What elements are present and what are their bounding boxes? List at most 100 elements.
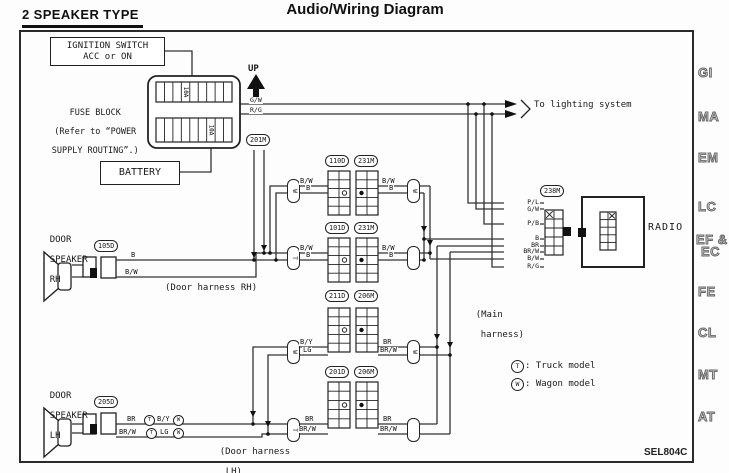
margin-tab-ec: EC: [701, 244, 721, 260]
splice-arrows: [250, 226, 453, 427]
fuse-block-line3: SUPPLY ROUTING”.): [51, 145, 139, 156]
harness-oval-row2-left: T: [287, 246, 300, 270]
connector-grid-231m-a: [355, 170, 379, 216]
diagram-frame: [19, 30, 694, 463]
legend-truck-text: : Truck model: [525, 361, 596, 371]
connector-label-101d: 101D: [325, 222, 350, 234]
connector-grid-238m: [544, 209, 564, 256]
connector-grid-231m-b: [355, 237, 379, 283]
legend-wagon-mark: W: [511, 378, 524, 391]
wagon-mark-bottom: W: [173, 428, 184, 439]
fuse-strip-1: [155, 81, 233, 103]
wire-label-rg: R/G: [249, 106, 263, 114]
row3-right-wire1: BR: [382, 338, 393, 346]
row3-left-wire1: B/Y: [299, 338, 314, 346]
lh-wire-brw: BR/W: [118, 428, 137, 436]
connector-label-206m-a: 206M: [354, 290, 379, 302]
margin-tab-fe: FE: [698, 284, 716, 300]
harness-oval-row3-left: W: [287, 340, 300, 364]
connector-label-231m-a: 231M: [354, 155, 379, 167]
speaker-lh-icon: [43, 406, 117, 459]
harness-oval-row4-right: [407, 418, 420, 442]
to-lighting-label: To lighting system: [534, 100, 632, 110]
margin-tab-lc: LC: [698, 199, 717, 215]
truck-mark-top: T: [144, 415, 155, 426]
row4-right-wire1: BR: [382, 415, 393, 423]
page-title: Audio/Wiring Diagram: [286, 1, 444, 18]
radio-inner-grid: [599, 211, 617, 251]
connector-label-231m-b: 231M: [354, 222, 379, 234]
door-speaker-rh-label: DOOR SPEAKER RH: [28, 225, 88, 296]
margin-tab-gi: GI: [698, 65, 713, 81]
row3-left-mark: W: [290, 350, 298, 354]
connector-grid-206m-a: [355, 307, 379, 353]
radio-wire-gw: G/W: [504, 206, 540, 213]
main-harness-line2: harness): [480, 330, 525, 341]
ignition-switch-box: IGNITION SWITCH ACC or ON: [50, 37, 165, 66]
fuse-block-line1: FUSE BLOCK: [69, 107, 121, 118]
connector-label-205d: 205D: [94, 396, 119, 408]
battery-label: BATTERY: [118, 167, 162, 178]
door-harness-lh-line1: (Door harness: [219, 447, 291, 458]
row1-right-wire2: B: [388, 184, 395, 192]
row1-left-wire1: B/W: [299, 177, 314, 185]
connector-label-238m: 238M: [540, 185, 565, 197]
figure-ref-code: SEL804C: [644, 447, 688, 458]
harness-oval-row3-right: W: [407, 340, 420, 364]
margin-tab-em: EM: [698, 150, 719, 166]
wagon-mark-top: W: [173, 415, 184, 426]
connector-row-stubs: [298, 185, 407, 435]
connector-label-201d: 201D: [325, 366, 350, 378]
legend-wagon-text: : Wagon model: [525, 379, 596, 389]
lh-line3: LH: [49, 431, 61, 442]
connector-grid-211d: [327, 307, 351, 353]
radio-wire-b: B: [504, 235, 540, 242]
radio-edge-plug: [578, 228, 586, 237]
up-arrow-icon: [247, 74, 265, 102]
fuse-block-label: FUSE BLOCK (Refer to “POWER SUPPLY ROUTI…: [24, 99, 146, 166]
margin-tab-cl: CL: [698, 325, 717, 341]
fuse2-rating: 10A: [207, 125, 214, 136]
row4-left-mark: T: [290, 428, 298, 432]
radio-label: RADIO: [648, 222, 684, 233]
fuse-strip-2: [155, 117, 233, 143]
margin-tab-ma: MA: [698, 109, 720, 125]
lh-wire-by: B/Y: [156, 415, 171, 423]
main-harness-line1: (Main: [475, 310, 503, 321]
rh-line2: SPEAKER: [49, 255, 88, 266]
row3-left-wire2: LG: [302, 346, 313, 354]
fuse1-rating: 10A: [182, 87, 189, 98]
harness-oval-row2-right: [407, 246, 420, 270]
radio-wire-pl: P/L: [504, 199, 540, 206]
row1-right-mark: W: [410, 189, 418, 193]
row4-left-wire2: BR/W: [298, 425, 317, 433]
harness-oval-row1-right: W: [407, 179, 420, 203]
connector-label-206m-b: 206M: [354, 366, 379, 378]
radio-plug: [563, 227, 571, 236]
legend-truck-mark: T: [511, 360, 524, 373]
connector-grid-101d: [327, 237, 351, 283]
connector-label-105d: 105D: [94, 240, 119, 252]
junction-dots: [251, 102, 494, 436]
radio-wire-pb: P/B: [504, 220, 540, 227]
fuse-block-line2: (Refer to “POWER: [54, 126, 137, 137]
margin-tab-ef: EF &: [696, 232, 728, 248]
truck-mark-bottom: T: [146, 428, 157, 439]
row2-left-mark: T: [290, 256, 298, 260]
row2-left-wire1: B/W: [299, 244, 314, 252]
lh-line1: DOOR: [49, 391, 72, 402]
rh-line3: RH: [49, 275, 61, 286]
lh-speaker-wires: [116, 346, 287, 438]
rh-speaker-wires: [116, 150, 287, 278]
speaker-type-heading: 2 SPEAKER TYPE: [22, 7, 143, 28]
row1-left-mark: W: [290, 189, 298, 193]
connector-grid-201d: [327, 381, 351, 429]
margin-tab-at: AT: [698, 409, 716, 425]
fuse-block: 10A 10A: [147, 75, 241, 149]
radio-wire-brw: BR/W: [504, 248, 540, 255]
row4-right-wire2: BR/W: [379, 425, 398, 433]
connector-grid-206m-b: [355, 381, 379, 429]
door-harness-lh-line2: LH): [225, 467, 242, 473]
row2-left-wire2: B: [305, 251, 312, 259]
